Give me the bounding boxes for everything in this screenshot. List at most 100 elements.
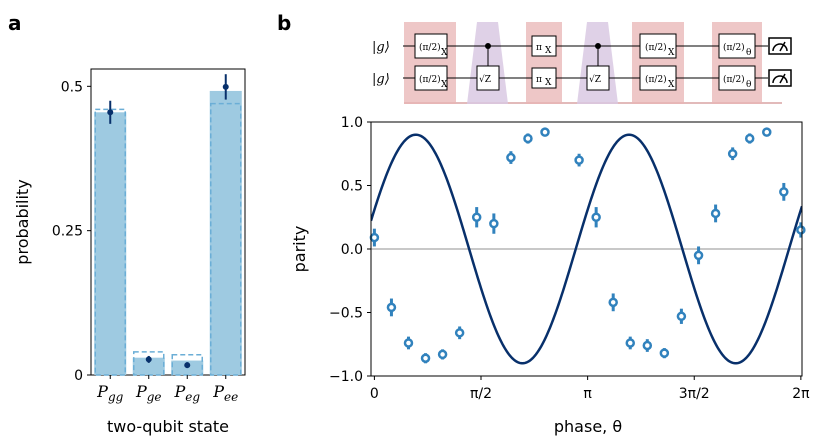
qubit-label-2: |g⟩ — [372, 72, 390, 87]
parity-point — [574, 155, 584, 165]
parity-ytick-label: −1.0 — [329, 369, 363, 385]
parity-fit-curve — [371, 133, 802, 365]
bar-xtick-P_eg: Peg — [173, 382, 200, 404]
gate-pi2theta-q1-box — [718, 33, 756, 59]
parity-point — [489, 218, 499, 229]
bar-xtick-P_gg: Pgg — [96, 382, 123, 404]
gate-pi2theta-q1-sub: θ — [746, 48, 751, 58]
bar-xtick-P_ge: Pge — [135, 382, 162, 404]
measure-q1-icon — [772, 41, 788, 52]
parity-point — [540, 127, 550, 137]
parity-point — [710, 208, 721, 219]
parity-xlabel: phase, θ — [554, 417, 622, 436]
bar-plot-frame — [90, 68, 246, 376]
parity-point — [608, 297, 618, 308]
gate-pi2x-q2-box — [414, 65, 448, 91]
gate-pix-q2-box — [531, 67, 557, 89]
gate-sqrtz-2: √Z — [589, 74, 601, 85]
parity-point — [403, 338, 414, 348]
parity-point — [454, 328, 465, 338]
bar-ytick-label: 0.25 — [52, 224, 83, 240]
parity-point — [779, 187, 789, 197]
bar-marks — [94, 74, 242, 376]
parity-xtick-label: 0 — [370, 386, 379, 402]
measure-q2-icon — [772, 73, 788, 84]
bar-dashed-P_gg — [94, 108, 126, 376]
bar-xlabel: two-qubit state — [107, 417, 229, 436]
gate-pi2x-q2b-box — [639, 65, 677, 91]
parity-ylabel: parity — [290, 226, 309, 273]
parity-point — [386, 302, 397, 313]
parity-point — [471, 212, 482, 222]
control-dot-1 — [485, 43, 491, 49]
gate-pix-q1: π — [536, 43, 542, 53]
bar-chart: 0 0.25 0.5 Pgg Pge Peg Pee probability two-qu… — [13, 68, 246, 436]
parity-point — [506, 152, 516, 163]
parity-ytick-label: −0.5 — [329, 306, 363, 322]
parity-ytick-label: 0.5 — [341, 179, 363, 195]
gate-pi2x-q2: (π/2) — [419, 74, 441, 85]
bar-x-ticks: Pgg Pge Peg Pee — [96, 375, 238, 404]
parity-point — [693, 250, 704, 261]
gate-pi2theta-q2-box — [718, 65, 756, 91]
gate-pi2theta-q1: (π/2) — [723, 42, 745, 53]
parity-xtick-label: 3π/2 — [679, 386, 710, 402]
measure-q1-box — [768, 37, 792, 55]
quantum-circuit: |g⟩ |g⟩ (π/2) X π X (π/2) X (π/2) θ (π/2… — [372, 22, 792, 104]
parity-point — [727, 149, 738, 159]
gate-pi2x-q1b: (π/2) — [645, 42, 667, 53]
parity-point — [437, 349, 448, 360]
bar-y-ticks: 0 0.25 0.5 — [52, 79, 91, 384]
control-dot-2 — [595, 43, 601, 49]
parity-y-ticks: −1.0−0.50.00.51.0 — [329, 115, 371, 385]
parity-xtick-label: π — [583, 386, 592, 402]
marker-P_ee — [222, 83, 229, 90]
bar-ytick-label: 0.5 — [61, 79, 83, 95]
measure-q2-box — [768, 69, 792, 87]
parity-ytick-label: 1.0 — [341, 115, 363, 131]
parity-point — [369, 232, 380, 243]
gate-pi2x-q2b-sub: X — [668, 80, 675, 90]
gate-pi2theta-q2-sub: θ — [746, 80, 751, 90]
gate-pi2x-q2-sub: X — [441, 80, 448, 90]
gate-pix-q1-sub: X — [545, 46, 552, 56]
bar-P_ge — [132, 357, 165, 375]
gate-sqrtz-1-box — [476, 65, 500, 91]
gate-pi2x-q1b-sub: X — [668, 48, 675, 58]
parity-xtick-label: 2π — [792, 386, 810, 402]
parity-xtick-label: π/2 — [470, 386, 492, 402]
marker-P_eg — [184, 362, 191, 369]
parity-point — [744, 133, 755, 144]
bar-P_ee — [209, 90, 242, 375]
marker-P_gg — [107, 109, 114, 116]
gate-pi2x-q1: (π/2) — [419, 42, 441, 53]
parity-point — [642, 340, 653, 351]
gate-pi2x-q1b-box — [639, 33, 677, 59]
bar-xtick-P_ee: Pee — [212, 382, 238, 404]
gate-pi2theta-q2: (π/2) — [723, 74, 745, 85]
gate-pix-q2-sub: X — [545, 78, 552, 88]
bar-ylabel: probability — [13, 179, 32, 264]
qubit-label-1: |g⟩ — [372, 40, 390, 55]
parity-point — [659, 348, 670, 358]
parity-point — [676, 311, 687, 322]
gate-pi2x-q2b: (π/2) — [645, 74, 667, 85]
panel-label-a: a — [8, 11, 22, 35]
fit-curve — [371, 133, 802, 365]
parity-point — [796, 225, 806, 235]
gate-sqrtz-1: √Z — [479, 74, 491, 85]
parity-point — [523, 133, 533, 144]
panel-label-b: b — [277, 11, 291, 35]
gate-highlight-2 — [526, 22, 562, 104]
parity-point — [420, 353, 431, 363]
bar-ytick-label: 0 — [74, 368, 83, 384]
bar-P_gg — [94, 112, 127, 376]
parity-data-points — [369, 127, 806, 364]
parity-point — [591, 212, 601, 222]
gate-pix-q1-box — [531, 35, 557, 57]
gate-sqrtz-2-box — [586, 65, 610, 91]
parity-x-ticks: 0 π/2 π 3π/2 2π — [370, 376, 810, 402]
parity-point — [625, 338, 636, 348]
